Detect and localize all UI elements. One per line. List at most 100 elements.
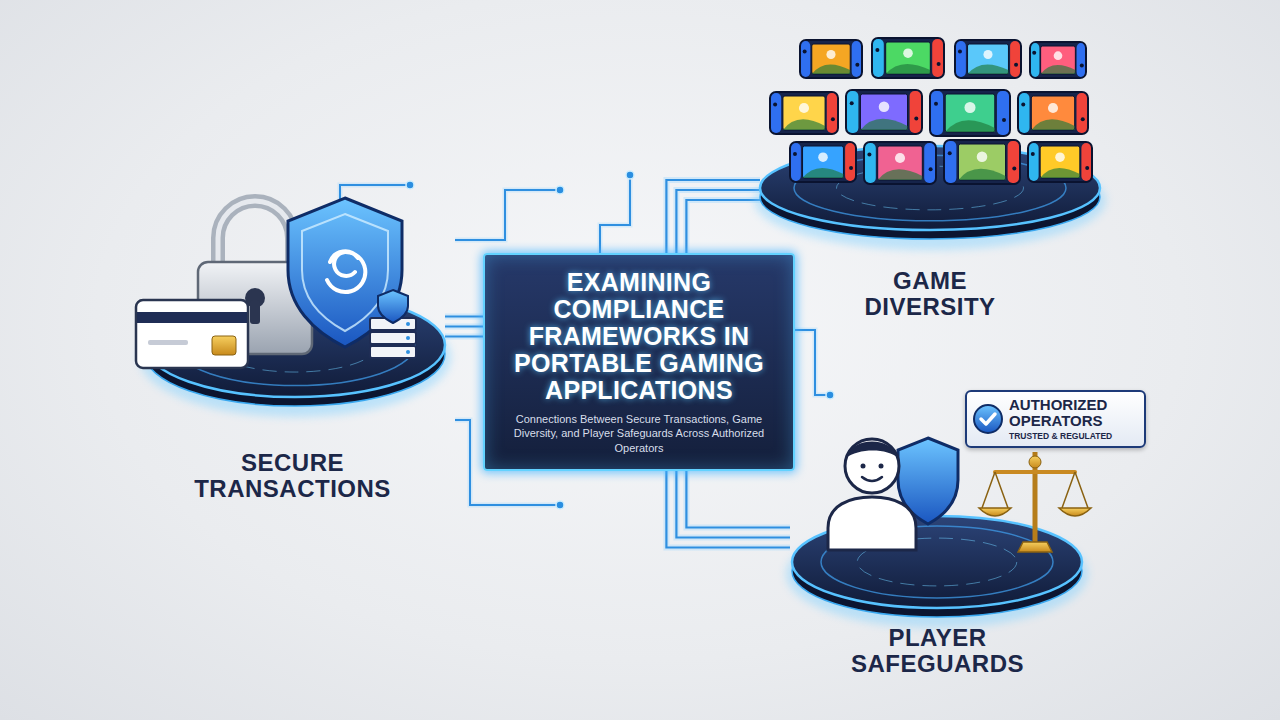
- handheld-console: [1018, 92, 1088, 134]
- person-eye: [879, 464, 884, 469]
- console-grip: [931, 91, 943, 135]
- connector-line: [666, 180, 760, 253]
- connector-line: [686, 471, 790, 528]
- node-body: Connections Between Secure Transactions,…: [497, 412, 781, 455]
- screen-sprite: [879, 101, 890, 112]
- connector-line: [445, 315, 483, 317]
- connector-glow: [445, 324, 483, 330]
- title-box: EXAMINING COMPLIANCE FRAMEWORKS IN PORTA…: [483, 253, 795, 471]
- console-screen: [968, 44, 1009, 74]
- console-grip: [956, 41, 966, 77]
- screen-sprite: [826, 50, 835, 59]
- console-button: [948, 151, 952, 155]
- console-button: [1080, 63, 1084, 67]
- screen-sprite: [903, 48, 913, 58]
- node-heading: SECURE TRANSACTIONS: [178, 450, 408, 502]
- console-grip: [1010, 41, 1020, 77]
- screen-scene: [886, 64, 931, 74]
- node-heading: PLAYER SAFEGUARDS: [843, 625, 1033, 677]
- circuit-trace-glow: [795, 330, 830, 395]
- connector-line: [445, 335, 483, 337]
- console-button: [867, 153, 871, 157]
- screen-scene: [783, 119, 825, 130]
- check-icon: [972, 403, 1004, 435]
- circuit-trace: [795, 330, 830, 395]
- connector-bundle: [445, 317, 483, 337]
- console-grip: [910, 91, 921, 133]
- platform-node: SECURE TRANSACTIONS: [140, 225, 445, 400]
- console-button: [958, 49, 962, 53]
- connector-line: [686, 200, 760, 253]
- connector-glow: [686, 200, 760, 253]
- screen-sprite: [983, 50, 992, 59]
- circuit-dot: [556, 501, 564, 509]
- console-screen: [878, 146, 923, 180]
- screen-scene: [968, 64, 1009, 74]
- console-button: [773, 103, 777, 107]
- node-label: GAME DIVERSITY: [845, 268, 1015, 320]
- screen-sprite: [1055, 152, 1065, 162]
- console-button: [849, 166, 853, 170]
- console-button: [1012, 167, 1016, 171]
- console-grip: [852, 41, 861, 77]
- console-screen: [803, 146, 844, 178]
- circuit-dot: [826, 391, 834, 399]
- handheld-console: [790, 142, 856, 182]
- padlock-shackle: [218, 201, 292, 268]
- console-button: [1032, 51, 1036, 55]
- connector-line: [676, 471, 790, 538]
- person-head: [845, 439, 899, 493]
- console-button: [1014, 63, 1018, 67]
- screen-sprite: [818, 152, 828, 162]
- console-grip: [1019, 93, 1030, 133]
- screen-sprite: [1048, 103, 1058, 113]
- console-button: [855, 63, 859, 67]
- handheld-console: [955, 40, 1021, 78]
- screen-scene: [945, 120, 995, 132]
- console-grip: [997, 91, 1009, 135]
- console-button: [831, 117, 835, 121]
- server-led: [406, 322, 410, 326]
- console-button: [1031, 152, 1035, 156]
- handheld-console: [770, 92, 838, 134]
- screen-scene: [878, 169, 923, 180]
- screen-sprite: [1054, 51, 1063, 60]
- node-heading: AUTHORIZED OPERATORS: [1009, 397, 1134, 429]
- screen-sprite: [799, 103, 809, 113]
- screen-scene: [1040, 168, 1080, 178]
- person-body: [828, 497, 916, 550]
- connector-bundle: [666, 471, 790, 548]
- circuit-trace-glow: [600, 175, 630, 262]
- check-mark: [981, 414, 995, 424]
- circuit-trace: [600, 175, 630, 262]
- connector-glow: [676, 190, 760, 253]
- circuit-dot: [406, 181, 414, 189]
- console-grip: [932, 39, 943, 77]
- circuit-trace-glow: [455, 190, 560, 240]
- console-screen: [958, 144, 1005, 180]
- connector-line: [676, 190, 760, 253]
- console-button: [937, 62, 941, 66]
- console-screen: [886, 42, 931, 74]
- console-button: [793, 152, 797, 156]
- server-unit: [370, 346, 416, 358]
- console-button: [934, 102, 938, 106]
- badge-text: AUTHORIZED OPERATORSTRUSTED & REGULATED: [1009, 397, 1134, 441]
- server-led: [406, 350, 410, 354]
- console-button: [1002, 118, 1006, 122]
- console-button: [1081, 117, 1085, 121]
- scale-knob: [1029, 456, 1041, 468]
- check-circle: [974, 405, 1002, 433]
- console-screen: [1031, 96, 1074, 130]
- node-heading: EXAMINING COMPLIANCE FRAMEWORKS IN PORTA…: [497, 269, 781, 404]
- console-grip: [1077, 43, 1085, 77]
- console-screen: [860, 94, 907, 130]
- console-grip: [873, 39, 884, 77]
- connector-glow: [686, 471, 790, 528]
- screen-sprite: [977, 151, 988, 162]
- screen-sprite: [895, 153, 905, 163]
- handheld-console: [864, 142, 936, 184]
- card-stripe: [137, 312, 247, 323]
- screen-sprite: [964, 102, 975, 113]
